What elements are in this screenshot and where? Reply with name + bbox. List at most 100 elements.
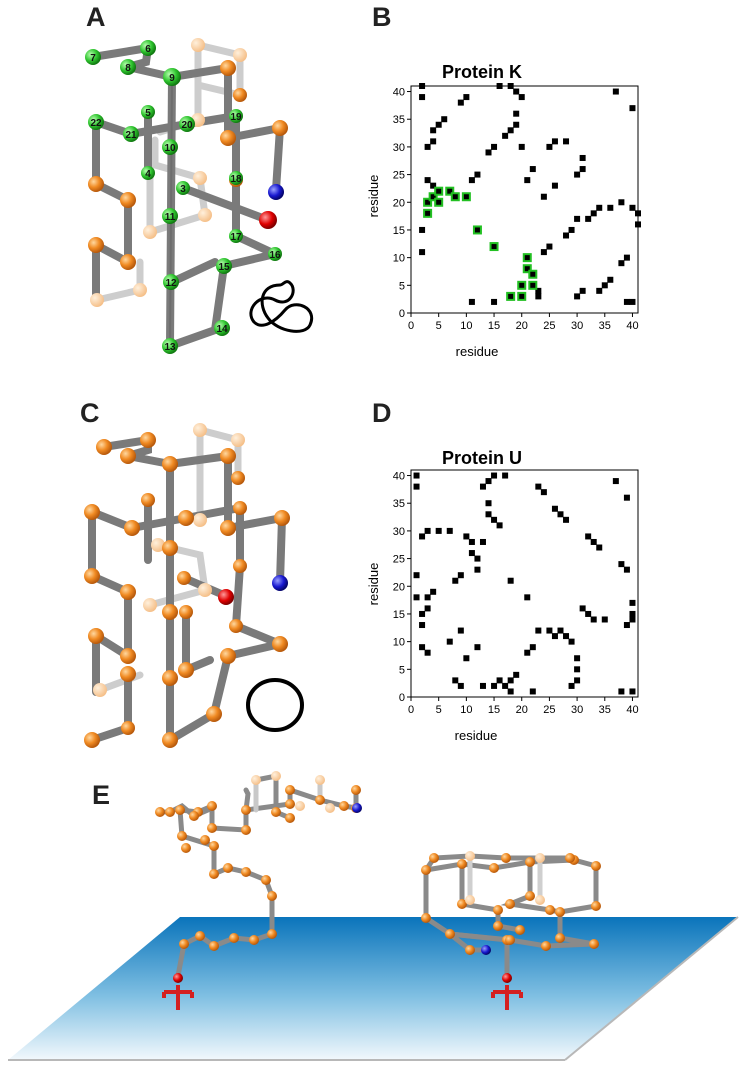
y-tick-label: 35 xyxy=(393,114,405,126)
trefoil-knot-icon xyxy=(249,280,314,333)
residue-bead: 20 xyxy=(179,116,195,132)
contact-point xyxy=(568,682,575,689)
svg-text:15: 15 xyxy=(218,262,230,273)
residue-bead: 18 xyxy=(229,171,243,185)
contact-point xyxy=(435,121,442,128)
contact-point xyxy=(546,243,553,250)
residue-bead: 4 xyxy=(141,166,155,180)
contact-point xyxy=(623,494,630,501)
x-tick-label: 0 xyxy=(408,704,414,716)
contact-point xyxy=(502,472,509,479)
contact-point xyxy=(535,483,542,490)
tether-anchor-left xyxy=(162,985,194,1010)
contact-point xyxy=(507,577,514,584)
contact-point xyxy=(419,533,426,540)
contact-point xyxy=(529,166,536,173)
contact-point xyxy=(618,688,625,695)
residue-bead: 13 xyxy=(162,338,178,354)
contact-point xyxy=(596,287,603,294)
contact-point xyxy=(563,232,570,239)
contact-point xyxy=(479,483,486,490)
contact-point xyxy=(491,682,498,689)
contact-point xyxy=(413,594,420,601)
contact-point xyxy=(446,527,453,534)
contact-point xyxy=(518,143,525,150)
residue-bead: 9 xyxy=(163,68,181,86)
contact-point xyxy=(496,522,503,529)
contact-point xyxy=(446,638,453,645)
contact-point xyxy=(479,538,486,545)
contact-point xyxy=(463,533,470,540)
y-tick-label: 5 xyxy=(399,664,405,676)
panel-c-c-terminus-bead xyxy=(272,575,288,591)
contact-point xyxy=(535,293,542,300)
y-tick-label: 30 xyxy=(393,142,405,154)
contact-point xyxy=(430,127,437,134)
chart-title: Protein U xyxy=(442,448,522,468)
svg-text:12: 12 xyxy=(165,278,177,289)
panel-e-right-anchor-bead xyxy=(502,973,512,983)
x-tick-label: 25 xyxy=(543,320,555,332)
contact-point xyxy=(463,94,470,101)
contact-point xyxy=(485,500,492,507)
residue-bead: 10 xyxy=(162,139,178,155)
contact-point xyxy=(623,566,630,573)
contact-point xyxy=(579,154,586,161)
contact-point xyxy=(540,193,547,200)
contact-point xyxy=(474,566,481,573)
contact-point xyxy=(623,298,630,305)
y-tick-label: 20 xyxy=(393,581,405,593)
contact-point xyxy=(419,622,426,629)
svg-text:3: 3 xyxy=(180,184,186,195)
contact-point xyxy=(441,116,448,123)
contact-point xyxy=(518,94,525,101)
contact-point xyxy=(546,143,553,150)
contact-point xyxy=(507,677,514,684)
svg-text:21: 21 xyxy=(125,130,137,141)
x-axis-label: residue xyxy=(456,344,499,359)
contact-point xyxy=(419,644,426,651)
contact-point xyxy=(424,143,431,150)
x-axis-label: residue xyxy=(455,728,498,743)
panel-a-n-terminus-bead xyxy=(259,211,277,229)
contact-point xyxy=(629,298,636,305)
svg-text:8: 8 xyxy=(125,63,131,74)
contact-point xyxy=(574,677,581,684)
contact-point xyxy=(496,677,503,684)
residue-bead: 3 xyxy=(176,181,190,195)
contact-point xyxy=(618,561,625,568)
contact-point xyxy=(413,472,420,479)
contact-point xyxy=(468,538,475,545)
svg-text:19: 19 xyxy=(230,112,242,123)
svg-text:4: 4 xyxy=(145,169,151,180)
y-tick-label: 0 xyxy=(399,308,405,320)
contact-point xyxy=(607,204,614,211)
contact-point xyxy=(496,83,503,89)
contact-point xyxy=(419,83,426,89)
contact-point xyxy=(590,616,597,623)
contact-point xyxy=(452,577,459,584)
contact-point xyxy=(474,171,481,178)
y-axis-label: residue xyxy=(366,563,381,606)
svg-text:17: 17 xyxy=(230,232,242,243)
contact-point xyxy=(457,572,464,579)
contact-point xyxy=(574,293,581,300)
contact-point xyxy=(585,533,592,540)
y-tick-label: 25 xyxy=(393,170,405,182)
svg-text:5: 5 xyxy=(145,108,151,119)
contact-point xyxy=(468,298,475,305)
y-tick-label: 15 xyxy=(393,609,405,621)
contact-point xyxy=(574,215,581,222)
contact-point xyxy=(557,511,564,518)
svg-text:7: 7 xyxy=(90,53,96,64)
svg-text:20: 20 xyxy=(181,120,193,131)
contact-point xyxy=(513,671,520,678)
panel-label-c: C xyxy=(80,398,100,428)
contact-point xyxy=(563,516,570,523)
contact-point xyxy=(424,177,431,184)
contact-point xyxy=(491,298,498,305)
contact-point xyxy=(474,555,481,562)
